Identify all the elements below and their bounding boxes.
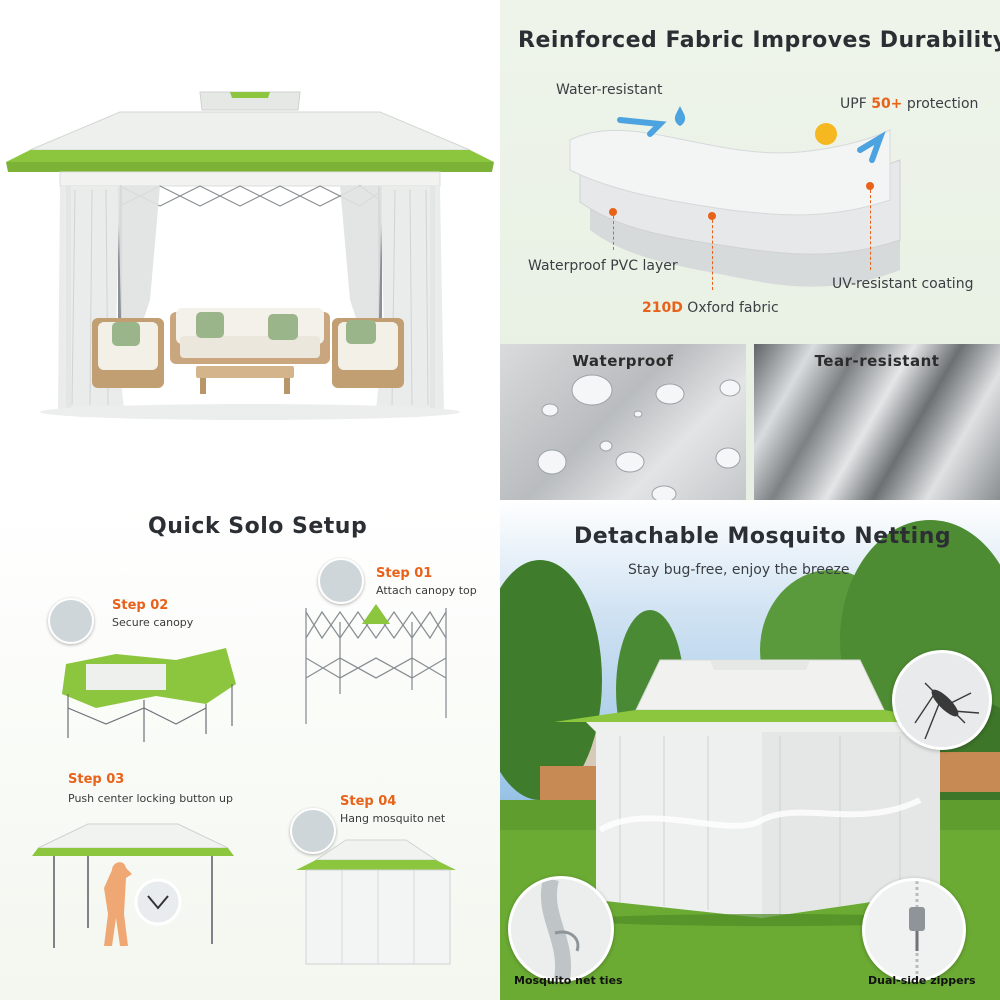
upf-prefix: UPF [840, 96, 872, 112]
label-uv-coating: UV-resistant coating [832, 276, 974, 292]
label-oxford: 210D Oxford fabric [642, 300, 779, 316]
step1-illustration [305, 604, 447, 724]
fabric-title: Reinforced Fabric Improves Durability [518, 28, 1000, 53]
swatch-tear-label: Tear-resistant [814, 352, 940, 370]
gazebo-illustration [6, 91, 494, 420]
step2-detail-circle [48, 598, 94, 644]
step2-desc: Secure canopy [112, 616, 194, 629]
upf-value: 50+ [871, 96, 903, 112]
step2-illustration [62, 648, 236, 742]
swatch-waterproof: Waterproof [500, 344, 746, 500]
label-upf: UPF 50+ protection [840, 96, 978, 112]
step3-desc: Push center locking button up [68, 792, 233, 805]
fabric-panel: Reinforced Fabric Improves Durability Wa… [500, 0, 1000, 500]
step2-label: Step 02 [112, 598, 169, 613]
step4-desc: Hang mosquito net [340, 812, 446, 825]
label-pvc-layer: Waterproof PVC layer [528, 258, 678, 274]
step1-detail-circle [318, 558, 364, 604]
water-droplets [537, 374, 741, 500]
zippers-circle [862, 878, 966, 982]
line-pvc [613, 216, 614, 250]
step4-illustration [296, 839, 456, 965]
label-water-resistant: Water-resistant [556, 82, 663, 98]
setup-panel: Quick Solo Setup Step 02 Secure canopy S… [0, 500, 500, 1000]
upf-suffix: protection [902, 96, 979, 112]
mosquito-icon [914, 682, 980, 740]
netting-subtitle: Stay bug-free, enjoy the breeze [628, 562, 850, 578]
net-ties-circle [508, 876, 614, 982]
swatch-waterproof-label: Waterproof [572, 352, 674, 370]
marker-pvc [609, 208, 617, 216]
step1-label: Step 01 [376, 566, 433, 581]
oxford-suffix: Oxford fabric [682, 300, 779, 316]
caption-net-ties: Mosquito net ties [514, 974, 623, 987]
line-uv [870, 190, 871, 270]
netting-title: Detachable Mosquito Netting [574, 524, 952, 549]
swatch-tear-resistant: Tear-resistant [754, 344, 1000, 500]
setup-title: Quick Solo Setup [148, 514, 368, 539]
step4-detail-circle [290, 808, 336, 854]
step1-desc: Attach canopy top [376, 584, 477, 597]
mosquito-detail-circle [892, 650, 992, 750]
caption-zippers: Dual-side zippers [868, 974, 976, 987]
fabric-layers-illustration [569, 106, 901, 287]
line-oxford [712, 220, 713, 290]
zipper-icon [909, 881, 925, 979]
marker-oxford [708, 212, 716, 220]
oxford-value: 210D [642, 300, 683, 316]
hero-gazebo-panel [0, 0, 500, 500]
net-tie-icon [540, 879, 580, 979]
step3-illustration [32, 823, 234, 948]
step4-label: Step 04 [340, 794, 397, 809]
step3-label: Step 03 [68, 772, 125, 787]
netting-panel: Detachable Mosquito Netting Stay bug-fre… [500, 500, 1000, 1000]
marker-uv [866, 182, 874, 190]
